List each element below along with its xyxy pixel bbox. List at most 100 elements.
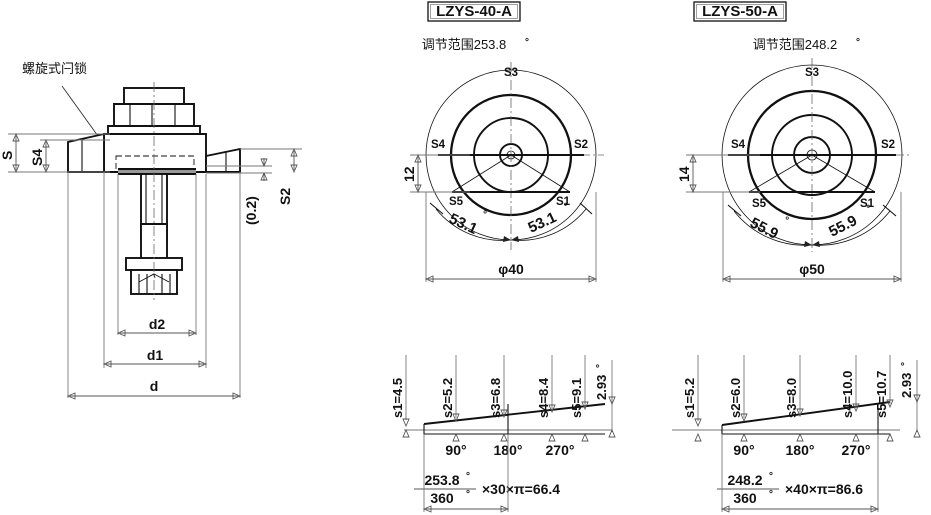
angle-left-unit-50: ° <box>782 215 791 227</box>
angle-right-label-40: 53.1 <box>526 209 560 237</box>
dimension-d1-label: d1 <box>147 347 164 363</box>
range-degree-50: ° <box>856 37 860 48</box>
ramp-station-s2-40: s2=5.2 <box>440 355 460 442</box>
dimension-d1: d1 <box>102 347 208 368</box>
dimension-phi40: φ40 <box>424 192 598 283</box>
formula-denominator-unit-40: ° <box>466 489 470 500</box>
annotation-label: 螺旋式闩锁 <box>22 61 87 76</box>
ramp-tick-180-50: 180° <box>786 442 815 458</box>
ramp-formula-50: 248.2 ° 360 ° ×40×π=86.6 <box>717 471 863 506</box>
range-label-40: 调节范围253.8 ° <box>422 37 529 52</box>
dimension-14-label-50: 14 <box>676 166 692 182</box>
ramp-step-label-s5-40: s5=9.1 <box>569 378 584 418</box>
station-label-s4-40: S4 <box>431 139 446 151</box>
model-title-40: LZYS-40-A <box>436 3 512 20</box>
ramp-slope-value-50: 2.93 <box>899 373 914 398</box>
ramp-step-label-s2-50: s2=6.0 <box>728 378 743 418</box>
circle-diagram-50: S3 S2 S4 S5 S1 14 55.9 <box>676 58 910 283</box>
dimension-12-label-40: 12 <box>401 166 417 182</box>
formula-denominator-unit-50: ° <box>769 489 773 500</box>
range-text-40: 调节范围253.8 <box>422 37 507 52</box>
dimension-d: d <box>66 378 242 400</box>
ramp-station-s3-40: s3=6.8 <box>488 355 508 442</box>
station-label-s5-50: S5 <box>752 198 767 210</box>
angle-left-label-40: 53.1 <box>446 210 480 238</box>
ramp-slope-50: 2.93 ° <box>899 360 921 438</box>
dimension-02: (0.2) <box>206 158 272 225</box>
screw-latch-cross-section: 螺旋式闩锁 <box>0 61 302 400</box>
ramp-tick-270-40: 270° <box>546 442 575 458</box>
station-label-s2-40: S2 <box>574 139 588 151</box>
dimension-phi50: φ50 <box>721 192 903 283</box>
dimension-12-40: 12 <box>401 153 470 194</box>
ramp-station-s2-50: s2=6.0 <box>728 355 748 442</box>
dimension-d2: d2 <box>116 316 198 337</box>
dimension-d2-label: d2 <box>149 316 166 332</box>
model-title-50: LZYS-50-A <box>702 3 778 20</box>
station-label-s3-50: S3 <box>805 67 819 79</box>
station-label-s2-50: S2 <box>881 139 895 151</box>
model-lzys-40-a: LZYS-40-A 调节范围253.8 ° S3 S2 <box>390 1 616 513</box>
dimension-S4-label: S4 <box>29 149 45 166</box>
ramp-diagram-40: s1=4.5 s2=5.2 s3=6.8 s4=8.4 <box>390 355 616 513</box>
ramp-tick-90-40: 90° <box>445 442 466 458</box>
ramp-slope-unit-50: ° <box>900 362 911 366</box>
formula-tail-40: ×30×π=66.4 <box>482 481 560 497</box>
ramp-step-label-s5-50: s5=10.7 <box>874 371 889 418</box>
angle-right-unit-40: ° <box>563 201 571 213</box>
ramp-slope-unit-40: ° <box>595 364 606 368</box>
angle-left-label-50: 55.9 <box>747 214 781 242</box>
ramp-step-label-s1-50: s1=5.2 <box>682 378 697 418</box>
range-text-50: 调节范围248.2 <box>753 37 838 52</box>
ramp-slope-40: 2.93 ° <box>594 360 616 438</box>
formula-denominator-50: 360 <box>733 490 757 506</box>
formula-numerator-unit-40: ° <box>466 471 470 482</box>
model-lzys-50-a: LZYS-50-A 调节范围248.2 ° S3 S2 S4 S5 S1 <box>672 1 921 513</box>
station-label-s4-50: S4 <box>731 139 746 151</box>
station-label-s3-40: S3 <box>504 67 518 79</box>
ramp-station-s5-50: s5=10.7 <box>874 355 894 442</box>
ramp-station-s4-50: s4=10.0 <box>840 355 860 442</box>
dimension-S2: S2 <box>240 147 302 205</box>
ramp-tick-90-50: 90° <box>733 442 754 458</box>
station-label-s5-40: S5 <box>449 196 464 208</box>
formula-numerator-40: 253.8 <box>424 472 459 488</box>
dimension-S: S <box>0 132 110 174</box>
ramp-station-s3-50: s3=8.0 <box>784 355 804 442</box>
ramp-step-label-s4-50: s4=10.0 <box>840 371 855 418</box>
formula-tail-50: ×40×π=86.6 <box>785 481 863 497</box>
ramp-station-s1-50: s1=5.2 <box>682 355 702 442</box>
circle-diagram-40: S3 S2 S4 S5 S1 12 <box>401 62 604 283</box>
dimension-S-label: S <box>0 151 15 160</box>
ramp-station-s5-40: s5=9.1 <box>569 355 589 442</box>
ramp-station-s4-40: s4=8.4 <box>536 355 556 442</box>
dimension-phi50-label: φ50 <box>799 261 825 277</box>
ramp-diagram-50: s1=5.2 s2=6.0 s3=8.0 s4=10.0 <box>672 355 921 513</box>
angle-left-unit-40: ° <box>480 209 488 221</box>
ramp-step-label-s3-50: s3=8.0 <box>784 378 799 418</box>
ramp-span-50 <box>720 434 880 513</box>
dimension-S2-label: S2 <box>277 188 293 205</box>
ramp-span-40 <box>422 434 510 513</box>
ramp-step-label-s1-40: s1=4.5 <box>390 378 405 418</box>
ramp-step-label-s2-40: s2=5.2 <box>440 378 455 418</box>
range-degree-40: ° <box>525 37 529 48</box>
formula-numerator-unit-50: ° <box>769 471 773 482</box>
ramp-step-label-s4-40: s4=8.4 <box>536 377 551 418</box>
dimension-S4: S4 <box>29 138 110 174</box>
ramp-slope-value-40: 2.93 <box>594 375 609 400</box>
ramp-tick-270-50: 270° <box>842 442 871 458</box>
dimension-phi40-label: φ40 <box>498 261 524 277</box>
model-title-box-40: LZYS-40-A <box>427 1 521 22</box>
station-label-s1-50: S1 <box>860 198 875 210</box>
formula-denominator-40: 360 <box>430 490 454 506</box>
station-label-s1-40: S1 <box>556 196 571 208</box>
ramp-formula-40: 253.8 ° 360 ° ×30×π=66.4 <box>414 471 560 506</box>
dimension-14-50: 14 <box>676 153 760 194</box>
ramp-station-s1-40: s1=4.5 <box>390 355 410 438</box>
dimension-d-label: d <box>150 378 159 394</box>
formula-numerator-50: 248.2 <box>727 472 762 488</box>
angle-right-unit-50: ° <box>865 203 874 215</box>
model-title-box-50: LZYS-50-A <box>693 1 787 22</box>
